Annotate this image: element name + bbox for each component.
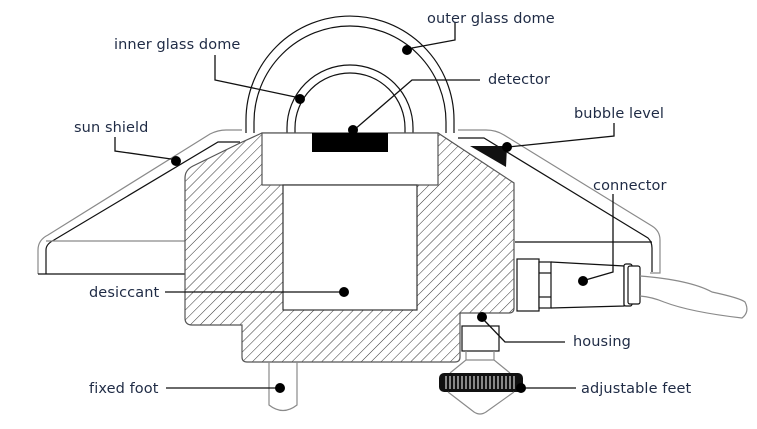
label-bubble-level: bubble level (574, 106, 664, 122)
label-detector: detector (488, 72, 550, 88)
bubble-level (470, 146, 507, 167)
label-housing: housing (573, 334, 631, 350)
inner-glass-dome (286, 64, 414, 133)
outer-glass-dome (245, 15, 455, 133)
desiccant-chamber (282, 184, 418, 311)
label-fixed-foot: fixed foot (89, 381, 159, 397)
label-outer-glass-dome: outer glass dome (427, 11, 555, 27)
detector (312, 133, 388, 152)
fixed-foot (268, 362, 298, 412)
sun-shield (37, 129, 661, 275)
leader-lines (114, 22, 615, 393)
label-desiccant: desiccant (89, 285, 160, 301)
label-sun-shield: sun shield (74, 120, 148, 136)
label-connector: connector (593, 178, 667, 194)
label-adjustable-feet: adjustable feet (581, 381, 692, 397)
label-inner-glass-dome: inner glass dome (114, 37, 240, 53)
adjustable-foot (439, 325, 523, 415)
connector (516, 258, 748, 319)
